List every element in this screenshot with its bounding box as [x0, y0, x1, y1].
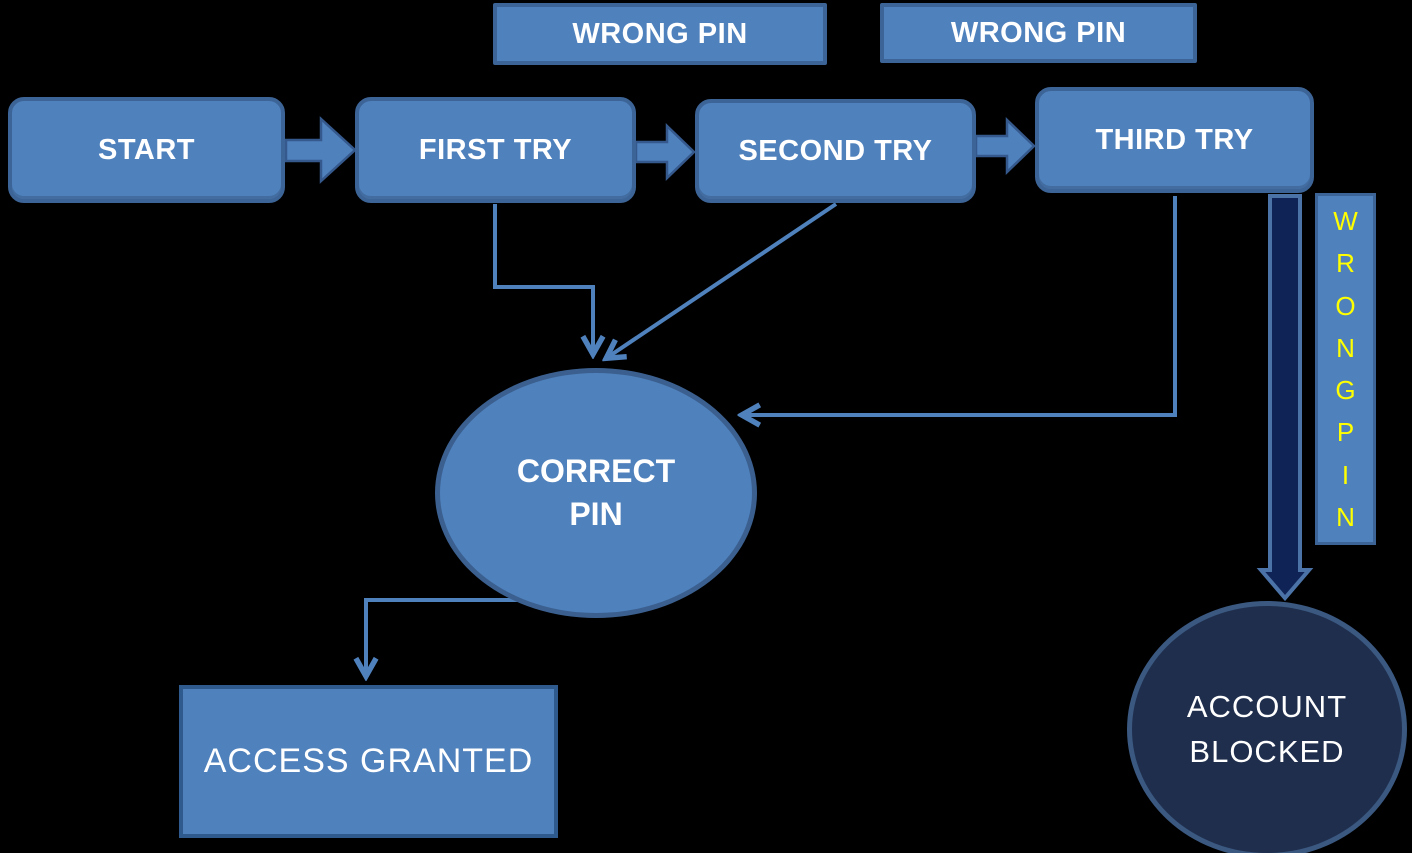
connector-correct-to-access	[366, 598, 528, 674]
node-correct-pin-line1: CORRECT	[516, 452, 676, 489]
block-arrow-start-to-first	[284, 116, 357, 184]
node-correct-pin: CORRECT PIN	[435, 368, 757, 618]
vertical-letter: O	[1335, 290, 1356, 321]
vertical-letter: I	[1341, 459, 1350, 490]
wrong-pin-label-1-text: WRONG PIN	[572, 17, 748, 50]
vertical-letter: W	[1333, 206, 1358, 236]
wrong-pin-label-2: WRONG PIN	[880, 3, 1197, 63]
vertical-letter: R	[1336, 248, 1355, 279]
node-first-try-label: FIRST TRY	[418, 133, 573, 166]
wrong-pin-vertical-label: W R O N G P I N	[1315, 193, 1376, 545]
node-account-blocked-line1: ACCOUNT	[1186, 688, 1348, 724]
node-correct-pin-line2: PIN	[569, 496, 623, 532]
node-third-try-label: THIRD TRY	[1095, 123, 1254, 156]
node-access-granted: ACCESS GRANTED	[179, 685, 558, 838]
node-first-try: FIRST TRY	[355, 97, 636, 203]
node-access-granted-label: ACCESS GRANTED	[203, 742, 534, 780]
node-start-label: START	[97, 133, 195, 166]
node-second-try: SECOND TRY	[695, 99, 976, 203]
wrong-pin-label-2-text: WRONG PIN	[950, 16, 1127, 49]
node-account-blocked: ACCOUNT BLOCKED	[1127, 601, 1407, 853]
connector-first-to-correct	[493, 204, 593, 352]
connector-second-to-correct	[608, 202, 838, 357]
node-start: START	[8, 97, 285, 203]
vertical-letter: N	[1336, 332, 1355, 363]
node-second-try-label: SECOND TRY	[738, 134, 933, 167]
vertical-letter: N	[1336, 501, 1355, 532]
node-account-blocked-line2: BLOCKED	[1189, 733, 1345, 769]
block-arrow-second-to-third	[974, 117, 1036, 175]
vertical-letter: G	[1335, 375, 1356, 406]
vertical-letter: P	[1336, 417, 1355, 448]
big-arrow-third-to-blocked	[1256, 194, 1314, 602]
block-arrow-first-to-second	[634, 123, 696, 181]
node-third-try: THIRD TRY	[1035, 87, 1314, 193]
connector-third-to-correct	[744, 196, 1177, 415]
wrong-pin-label-1: WRONG PIN	[493, 3, 827, 65]
